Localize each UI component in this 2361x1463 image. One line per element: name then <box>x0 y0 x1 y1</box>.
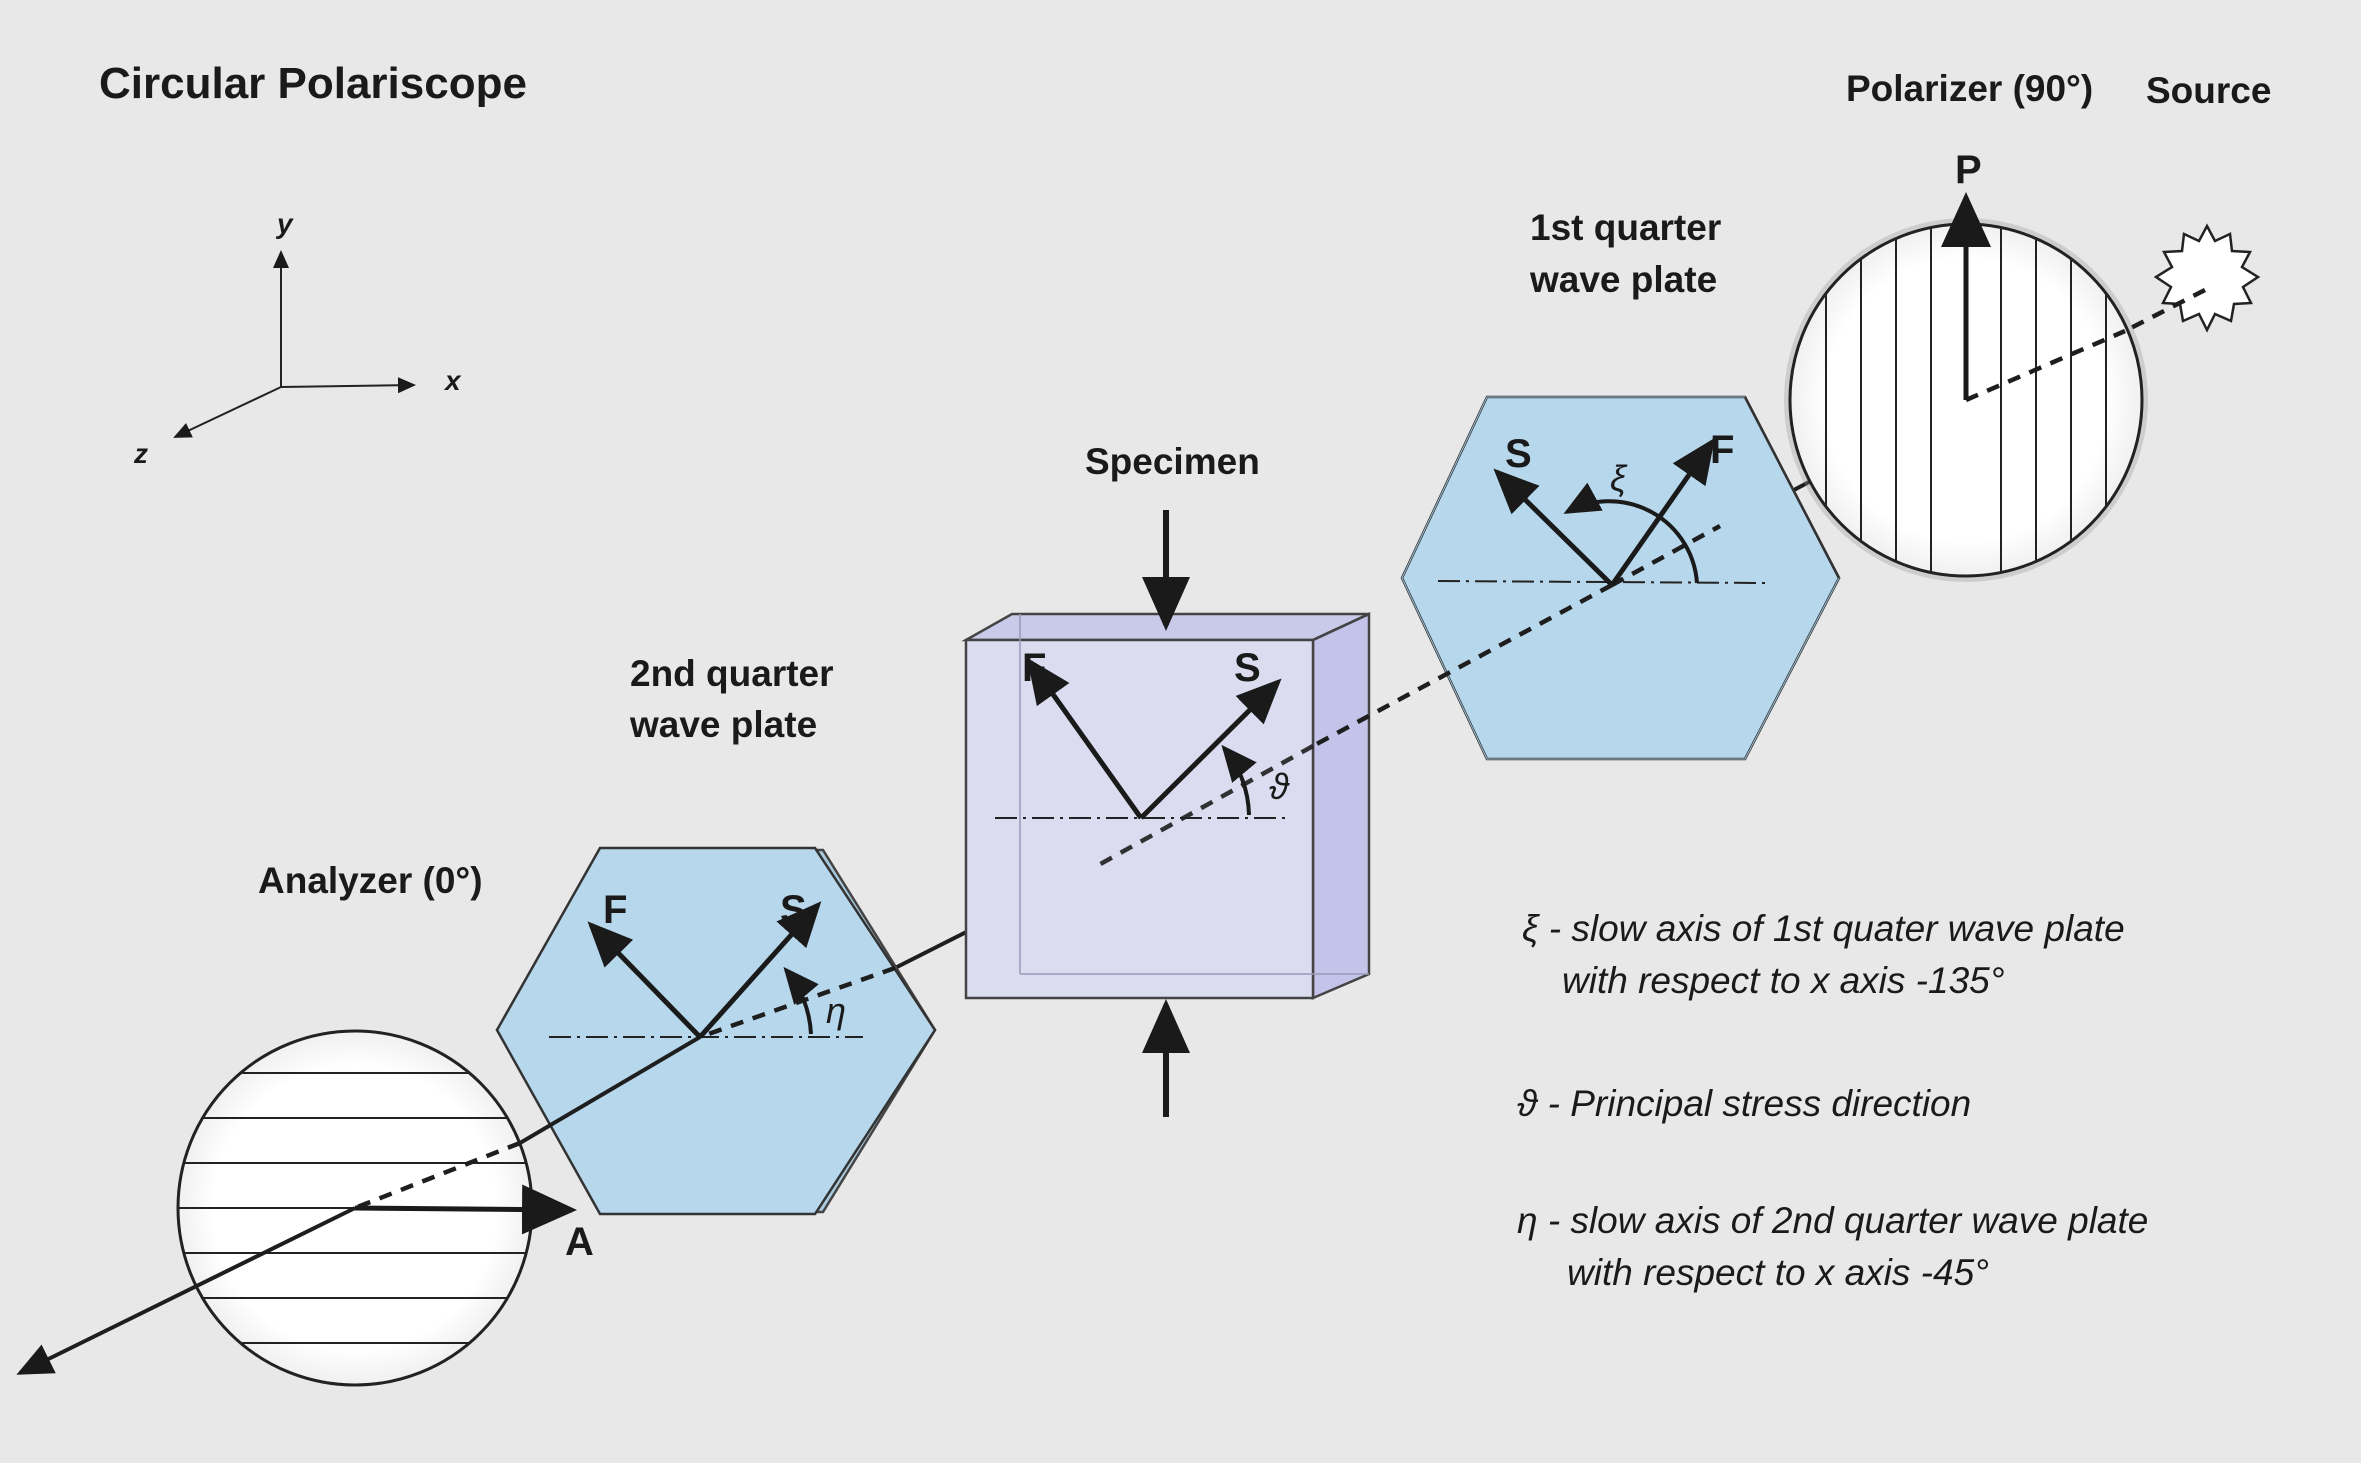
first-qwp-slow-axis <box>1493 468 1614 587</box>
second-qwp-slow-axis <box>698 901 822 1039</box>
xi-angle-arc <box>1563 482 1699 584</box>
first-qwp-reference-line <box>1437 580 1766 584</box>
polarizer: P Polarizer (90°) <box>1784 68 2148 582</box>
first-qwp-slow-label: S <box>1505 432 1532 476</box>
theta-angle-label: ϑ <box>1269 766 1290 807</box>
coordinate-axes: y x z <box>133 208 462 469</box>
second-qwp-fast-label: F <box>603 888 627 932</box>
eta-angle-arc <box>783 966 819 1035</box>
analyzer-label: Analyzer (0°) <box>258 860 483 901</box>
source-icon <box>2153 223 2261 333</box>
second-qwp-label-line1: 2nd quarter <box>630 653 834 694</box>
y-axis-label: y <box>275 208 294 239</box>
specimen-label: Specimen <box>1085 441 1260 482</box>
xi-angle-label: ξ <box>1610 458 1628 499</box>
polarizer-axis-label: P <box>1955 148 1982 192</box>
beam-segment <box>1311 583 1614 748</box>
legend-theta-line1: ϑ - Principal stress direction <box>1517 1083 1971 1124</box>
legend-xi-line2: with respect to x axis -135° <box>1562 960 2005 1001</box>
analyzer-axis-arrow <box>354 1184 577 1235</box>
polarizer-label: Polarizer (90°) <box>1846 68 2093 109</box>
second-qwp-fast-axis <box>587 921 702 1039</box>
first-qwp-label-line2: wave plate <box>1529 259 1717 300</box>
first-qwp-fast-axis <box>1609 437 1715 587</box>
first-qwp-label-line1: 1st quarter <box>1530 207 1721 248</box>
z-axis-label: z <box>133 438 148 469</box>
analyzer: A Analyzer (0°) <box>16 860 594 1387</box>
beam-segment <box>1610 524 1722 587</box>
legend-eta-line1: η - slow axis of 2nd quarter wave plate <box>1517 1200 2148 1241</box>
output-beam-arrow <box>16 1206 356 1375</box>
z-axis-arrow <box>173 386 282 438</box>
x-axis-arrow <box>280 377 416 394</box>
first-qwp-fast-label: F <box>1710 428 1734 472</box>
x-axis-label: x <box>443 365 462 396</box>
second-qwp-slow-label: S <box>780 888 807 932</box>
beam-segment <box>1093 744 1315 869</box>
eta-angle-label: η <box>826 990 846 1031</box>
second-quarter-wave-plate: F S η 2nd quarter wave plate <box>495 653 937 1216</box>
light-source: Source <box>2123 70 2271 334</box>
beam-segment <box>2123 287 2207 334</box>
specimen: F S ϑ Specimen <box>961 441 1614 1117</box>
specimen-slow-axis <box>1139 678 1282 820</box>
theta-angle-arc <box>1221 744 1257 816</box>
legend-eta-line2: with respect to x axis -45° <box>1567 1252 1989 1293</box>
specimen-fast-label: F <box>1022 646 1046 690</box>
first-quarter-wave-plate: F S ξ 1st quarter wave plate <box>1400 207 1841 761</box>
legend-xi-line1: ξ - slow axis of 1st quater wave plate <box>1522 908 2125 949</box>
specimen-fast-axis <box>1027 657 1144 820</box>
specimen-slow-label: S <box>1234 646 1261 690</box>
second-qwp-label-line2: wave plate <box>629 704 817 745</box>
legend: ξ - slow axis of 1st quater wave plate w… <box>1517 908 2148 1293</box>
beam-segment <box>518 1035 702 1145</box>
specimen-side-face <box>1311 612 1371 1000</box>
source-label: Source <box>2146 70 2271 111</box>
page-title: Circular Polariscope <box>99 59 527 108</box>
analyzer-axis-label: A <box>565 1220 594 1264</box>
